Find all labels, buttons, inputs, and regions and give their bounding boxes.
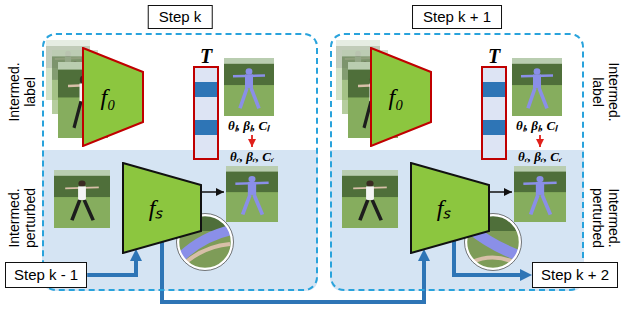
label-arrow: [539, 135, 541, 147]
token-bar: T: [481, 66, 507, 160]
mesh-frame: [514, 166, 566, 222]
token-bar: T: [193, 66, 219, 160]
row-label: Intermed. perturbed: [590, 178, 622, 258]
mesh-frame: [226, 166, 278, 222]
row-label: Intermed. perturbed: [6, 178, 38, 258]
label-arrow: [251, 135, 253, 147]
trapezoid-outline: [83, 48, 143, 146]
step-box: Step k - 1: [5, 262, 87, 288]
flow-arrow: [162, 242, 424, 303]
step-heading: Step k + 1: [412, 5, 502, 29]
flow-arrow: [87, 258, 136, 275]
step-box: Step k + 2: [532, 262, 618, 288]
row-label: Intermed. label: [590, 52, 622, 132]
trapezoid-outline: [371, 48, 431, 146]
network-block: fₛ: [122, 162, 202, 254]
trapezoid-outline: [123, 163, 201, 253]
network-name: fₛ: [149, 195, 163, 221]
network-block: fₛ: [410, 162, 490, 254]
step-name: Step k + 2: [541, 266, 609, 284]
illustration-part: [186, 244, 230, 262]
network-block: f₀: [370, 47, 432, 147]
parameter-label: θₗ, βₗ, Cₗ: [516, 118, 557, 133]
token-name: T: [488, 45, 500, 67]
flow-arrow: [454, 240, 523, 275]
step-heading: Step k: [148, 5, 213, 29]
parameter-label: θᵣ, βᵣ, Cᵣ: [230, 149, 274, 164]
row-label: Intermed. label: [6, 52, 38, 132]
perturbed-frame: [54, 170, 110, 228]
mesh-frame: [224, 58, 274, 116]
network-block: f₀: [82, 47, 144, 147]
parameter-label: θᵣ, βᵣ, Cᵣ: [518, 149, 562, 164]
step-group: Step kf₀Tfₛ: [42, 33, 318, 291]
token-name: T: [200, 45, 212, 67]
trapezoid-outline: [411, 163, 489, 253]
parameter-label: θₗ, βₗ, Cₗ: [228, 118, 269, 133]
step-name: Step k - 1: [14, 266, 78, 284]
network-name: fₛ: [437, 195, 451, 221]
step-k1-images: [336, 40, 566, 271]
output-arrow: [202, 191, 224, 193]
step-k-images: [46, 40, 278, 271]
network-name: f₀: [101, 84, 116, 110]
perturbed-frame: [342, 170, 398, 228]
network-name: f₀: [389, 84, 404, 110]
mesh-frame: [512, 58, 562, 116]
output-arrow: [490, 191, 512, 193]
